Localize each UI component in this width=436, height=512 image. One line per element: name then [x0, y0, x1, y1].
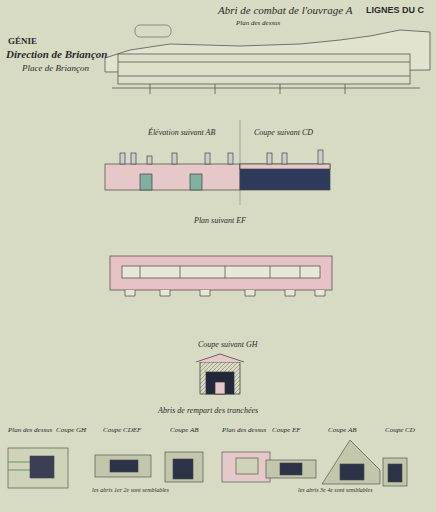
drawing-label: les abris 3e 4e sont semblables [298, 487, 373, 493]
drawing-label: Abris de rempart des tranchées [158, 406, 258, 415]
drawing-title: Abri de combat de l'ouvrage A [218, 4, 352, 16]
drawing-label: Plan suivant EF [194, 216, 246, 225]
drawing-label: Coupe CD [385, 426, 415, 434]
drawing-label: Plan des dessus [236, 19, 280, 27]
drawing-label: GÉNIE [8, 36, 37, 46]
drawing-label: Place de Briançon [22, 63, 89, 73]
drawing-label: Coupe AB [328, 426, 356, 434]
drawing-label: Coupe GH [56, 426, 86, 434]
drawing-label: Élévation suivant AB [148, 128, 215, 137]
drawing-label: les abris 1er 2e sont semblables [92, 487, 169, 493]
drawing-label: Coupe suivant CD [254, 128, 313, 137]
drawing-label: Coupe AB [170, 426, 198, 434]
drawing-label: Direction de Briançon [6, 48, 107, 60]
drawing-label: Plan des dessus [222, 426, 266, 434]
drawing-label: LIGNES DU C [366, 5, 424, 15]
drawing-label: Coupe CDEF [103, 426, 141, 434]
drawing-label: Plan des dessus [8, 426, 52, 434]
drawing-label: Coupe suivant GH [198, 340, 258, 349]
drawing-label: Coupe EF [272, 426, 301, 434]
